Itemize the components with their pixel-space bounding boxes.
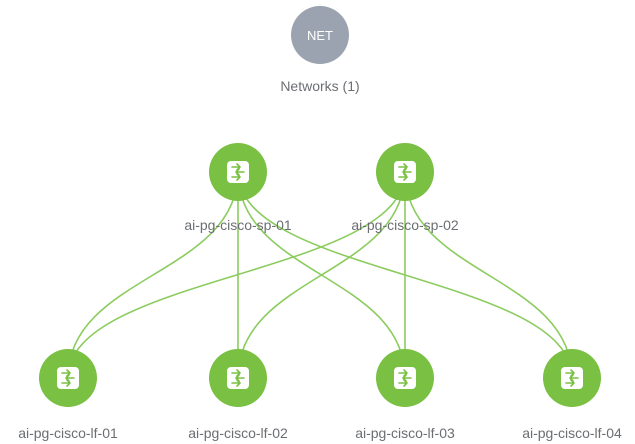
spine-node-sp2[interactable] — [376, 143, 434, 201]
switch-arrows-icon — [227, 367, 249, 389]
link-sp2-lf2 — [237, 171, 406, 379]
leaf-label: ai-pg-cisco-lf-03 — [355, 425, 455, 441]
switch-arrows-icon — [227, 161, 249, 183]
nodes-layer: ai-pg-cisco-sp-01 ai-pg-cisco-sp-02 ai-pg-… — [18, 143, 622, 441]
network-badge: NET — [307, 28, 333, 43]
network-node[interactable]: NET — [291, 6, 349, 64]
leaf-node-lf1[interactable] — [39, 349, 97, 407]
switch-arrows-icon — [561, 367, 583, 389]
leaf-node-lf4[interactable] — [543, 349, 601, 407]
spine-label: ai-pg-cisco-sp-01 — [184, 217, 292, 233]
leaf-label: ai-pg-cisco-lf-04 — [522, 425, 622, 441]
leaf-label: ai-pg-cisco-lf-02 — [188, 425, 288, 441]
links-layer — [67, 171, 573, 379]
network-cloud-icon — [291, 6, 349, 64]
leaf-label: ai-pg-cisco-lf-01 — [18, 425, 118, 441]
leaf-node-lf2[interactable] — [209, 349, 267, 407]
link-sp2-lf1 — [67, 171, 406, 379]
spine-label: ai-pg-cisco-sp-02 — [351, 217, 459, 233]
leaf-node-lf3[interactable] — [376, 349, 434, 407]
switch-arrows-icon — [394, 161, 416, 183]
spine-node-sp1[interactable] — [209, 143, 267, 201]
switch-arrows-icon — [57, 367, 79, 389]
switch-arrows-icon — [394, 367, 416, 389]
link-sp1-lf1 — [67, 171, 239, 379]
network-label: Networks (1) — [280, 78, 359, 94]
link-sp2-lf4 — [404, 171, 573, 379]
